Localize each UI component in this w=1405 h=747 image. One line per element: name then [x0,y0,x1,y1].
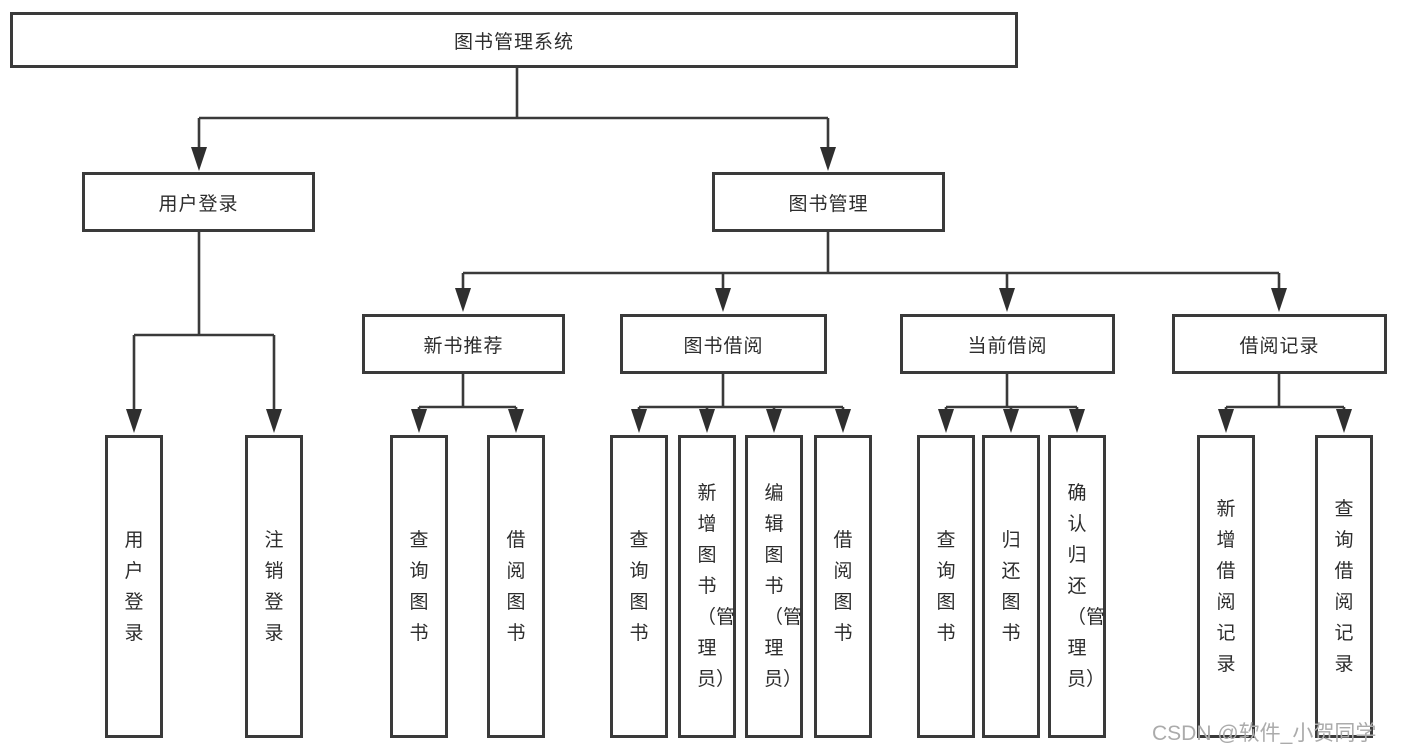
leaf-nbr-borrow-books: 借阅图书 [487,435,545,738]
leaf-cb-confirm-return-admin: 确认归还（管理员） [1048,435,1106,738]
arrowhead [631,409,647,433]
leaf-cb-return-books-label: 归还图书 [1001,529,1021,644]
leaf-user-login: 用户登录 [105,435,163,738]
node-book-management: 图书管理 [712,172,945,232]
node-user-login: 用户登录 [82,172,315,232]
arrowhead [835,409,851,433]
leaf-bb-borrow-books: 借阅图书 [814,435,872,738]
csdn-watermark: CSDN @软件_小贺同学 [1152,722,1377,745]
leaf-bb-edit-books-admin: 编辑图书（管理员） [745,435,803,738]
leaf-cb-query-books-label: 查询图书 [936,529,956,644]
arrowhead [1336,409,1352,433]
leaf-cb-return-books: 归还图书 [982,435,1040,738]
connector-new-book-recommendation-to-leaves [411,374,524,433]
arrowhead [1003,409,1019,433]
connector-root-to-level2 [191,68,836,171]
leaf-user-login-label: 用户登录 [124,529,144,644]
leaf-nbr-query-books-label: 查询图书 [409,529,429,644]
leaf-br-add-record-label: 新增借阅记录 [1216,498,1236,675]
arrowhead [266,409,282,433]
arrowhead [699,409,715,433]
leaf-br-query-record-label: 查询借阅记录 [1334,498,1354,675]
leaf-bb-add-books-admin-label: 新增图书（管理员） [697,483,736,690]
leaf-bb-borrow-books-label: 借阅图书 [833,529,853,644]
node-book-borrowing-label: 图书借阅 [683,335,764,357]
connector-user-login-to-leaves [126,232,282,433]
leaf-logout-login: 注销登录 [245,435,303,738]
arrowhead [455,288,471,312]
node-root: 图书管理系统 [10,12,1018,68]
node-book-management-label: 图书管理 [788,193,869,215]
connector-book-borrowing-to-leaves [631,374,851,433]
arrowhead [1069,409,1085,433]
leaf-logout-login-label: 注销登录 [264,529,284,644]
node-user-login-label: 用户登录 [158,193,239,215]
arrowhead [1218,409,1234,433]
arrowhead [126,409,142,433]
arrowhead [766,409,782,433]
leaf-bb-query-books: 查询图书 [610,435,668,738]
node-borrowing-records-label: 借阅记录 [1239,335,1320,357]
leaf-br-add-record: 新增借阅记录 [1197,435,1255,738]
arrowhead [411,409,427,433]
arrowhead [1271,288,1287,312]
arrowhead [191,147,207,171]
node-borrowing-records: 借阅记录 [1172,314,1387,374]
leaf-cb-query-books: 查询图书 [917,435,975,738]
arrowhead [508,409,524,433]
connector-current-borrowing-to-leaves [938,374,1085,433]
node-current-borrowing: 当前借阅 [900,314,1115,374]
node-new-book-recommendation: 新书推荐 [362,314,565,374]
arrowhead [999,288,1015,312]
leaf-bb-add-books-admin: 新增图书（管理员） [678,435,736,738]
leaf-br-query-record: 查询借阅记录 [1315,435,1373,738]
node-book-borrowing: 图书借阅 [620,314,827,374]
leaf-nbr-borrow-books-label: 借阅图书 [506,529,526,644]
leaf-bb-edit-books-admin-label: 编辑图书（管理员） [764,483,803,690]
arrowhead [715,288,731,312]
leaf-nbr-query-books: 查询图书 [390,435,448,738]
arrowhead [938,409,954,433]
leaf-cb-confirm-return-admin-label: 确认归还（管理员） [1067,483,1106,690]
leaf-bb-query-books-label: 查询图书 [629,529,649,644]
connector-borrowing-records-to-leaves [1218,374,1352,433]
connector-book-management-to-level3 [455,232,1287,312]
node-root-label: 图书管理系统 [453,31,574,53]
arrowhead [820,147,836,171]
node-new-book-recommendation-label: 新书推荐 [423,335,504,357]
node-current-borrowing-label: 当前借阅 [967,335,1048,357]
